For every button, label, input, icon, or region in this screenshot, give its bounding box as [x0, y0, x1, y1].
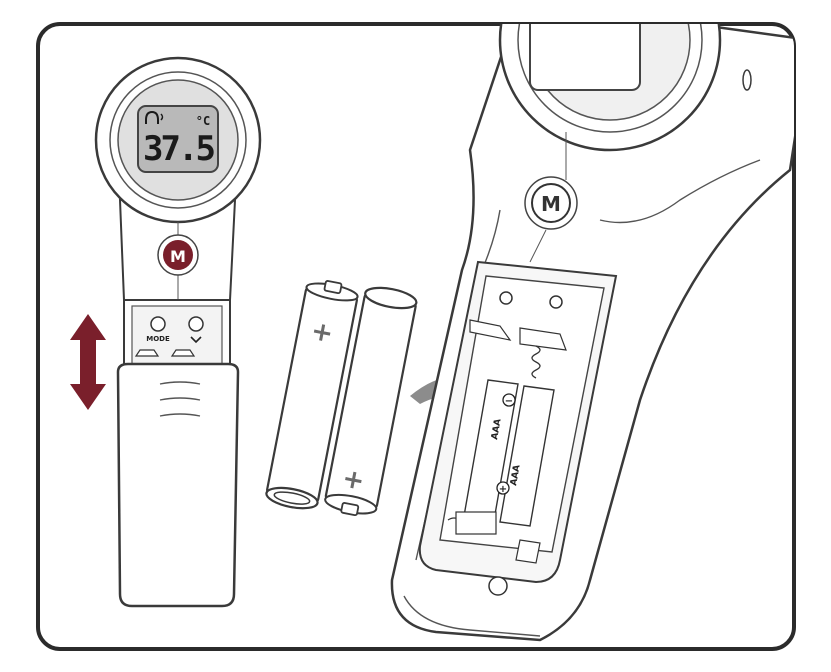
- right-screw: [488, 576, 508, 596]
- right-lcd-screen: [529, 24, 641, 91]
- right-m-button: [531, 183, 571, 223]
- mode-button: [150, 316, 166, 332]
- battery-1: +: [265, 280, 359, 510]
- down-button: [188, 316, 204, 332]
- left-m-button-label: M: [170, 247, 186, 266]
- battery-2: +: [324, 286, 418, 517]
- left-sliding-cover: [116, 362, 240, 608]
- left-thermometer: 37.5 °C M MODE: [94, 56, 262, 608]
- speaker-icon: [145, 110, 164, 124]
- battery-slot-2-label: AAA: [509, 464, 522, 486]
- right-m-button-label: M: [541, 192, 561, 216]
- left-lcd-reading: 37.5: [143, 129, 214, 169]
- mode-label: MODE: [146, 335, 170, 343]
- polarity-plus-label: +: [499, 484, 507, 495]
- left-lcd-unit: °C: [196, 114, 210, 128]
- battery-slot-1-label: AAA: [490, 418, 503, 440]
- left-m-button: [163, 240, 193, 270]
- polarity-minus-label: −: [505, 396, 513, 407]
- double-headed-vertical-arrow-icon: [70, 314, 106, 410]
- battery-slot-2: [499, 385, 555, 527]
- right-thermometer: M AAA AAA − +: [390, 24, 794, 642]
- chevron-down-icon: [190, 336, 202, 344]
